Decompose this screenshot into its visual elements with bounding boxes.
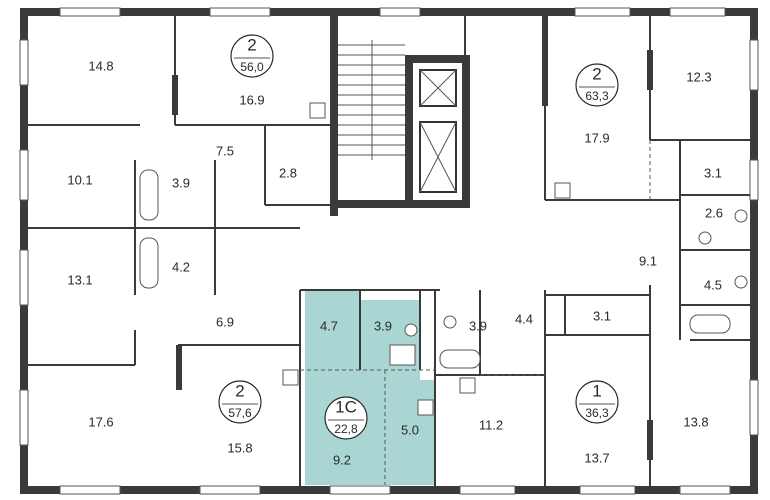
apartment-room-count: 2 <box>592 64 601 83</box>
room-area-label: 16.9 <box>239 92 264 107</box>
bathroom-fixtures <box>139 102 748 416</box>
room-area-label: 15.8 <box>227 440 252 455</box>
room-area-label: 3.1 <box>704 165 722 180</box>
room-area-label: 17.6 <box>88 414 113 429</box>
room-area-label: 3.9 <box>172 175 190 190</box>
room-area-label: 11.2 <box>479 417 503 432</box>
stair-core <box>330 16 470 216</box>
apartment-total-area: 63,3 <box>585 89 609 103</box>
room-area-label: 9.2 <box>333 452 351 467</box>
room-area-label: 14.8 <box>88 58 113 73</box>
apartment-room-count: 2 <box>247 35 256 54</box>
room-area-label: 4.2 <box>172 259 190 274</box>
room-labels: 14.8 16.9 7.5 2.8 10.1 3.9 4.2 13.1 6.9 … <box>67 58 723 467</box>
elevator-upper <box>419 69 457 107</box>
room-area-label: 5.0 <box>401 422 419 437</box>
apartment-room-count: 2 <box>235 381 244 400</box>
room-area-label: 4.5 <box>704 277 722 292</box>
apartment-total-area: 56,0 <box>240 60 264 74</box>
room-area-label: 3.9 <box>469 318 487 333</box>
room-area-label: 7.5 <box>216 143 234 158</box>
interior-walls <box>28 16 750 486</box>
room-area-label: 2.6 <box>705 205 723 220</box>
room-area-label: 4.7 <box>320 318 338 333</box>
room-area-label: 6.9 <box>216 314 234 329</box>
apartment-marker-2[interactable]: 2 63,3 <box>575 63 619 107</box>
apartment-marker-3[interactable]: 2 57,6 <box>218 380 262 424</box>
room-area-label: 13.7 <box>584 450 609 465</box>
apartment-total-area: 57,6 <box>228 406 252 420</box>
room-area-label: 3.1 <box>593 308 611 323</box>
elevator-lower <box>419 121 457 193</box>
room-area-label: 3.9 <box>374 318 392 333</box>
windows <box>19 7 759 495</box>
apartment-room-count: 1C <box>335 397 357 416</box>
apartment-marker-1[interactable]: 2 56,0 <box>230 34 274 78</box>
apartment-total-area: 22,8 <box>334 422 358 436</box>
room-area-label: 17.9 <box>584 130 609 145</box>
room-area-label: 2.8 <box>279 165 297 180</box>
room-area-label: 10.1 <box>67 172 92 187</box>
room-area-label: 13.1 <box>67 272 92 287</box>
apartment-total-area: 36,3 <box>585 406 609 420</box>
room-area-label: 4.4 <box>515 311 533 326</box>
apartment-marker-5[interactable]: 1 36,3 <box>575 380 619 424</box>
apartment-marker-4[interactable]: 1C 22,8 <box>324 396 368 440</box>
room-area-label: 9.1 <box>639 253 657 268</box>
apartment-room-count: 1 <box>592 381 601 400</box>
room-area-label: 12.3 <box>686 69 711 84</box>
room-area-label: 13.8 <box>683 414 708 429</box>
